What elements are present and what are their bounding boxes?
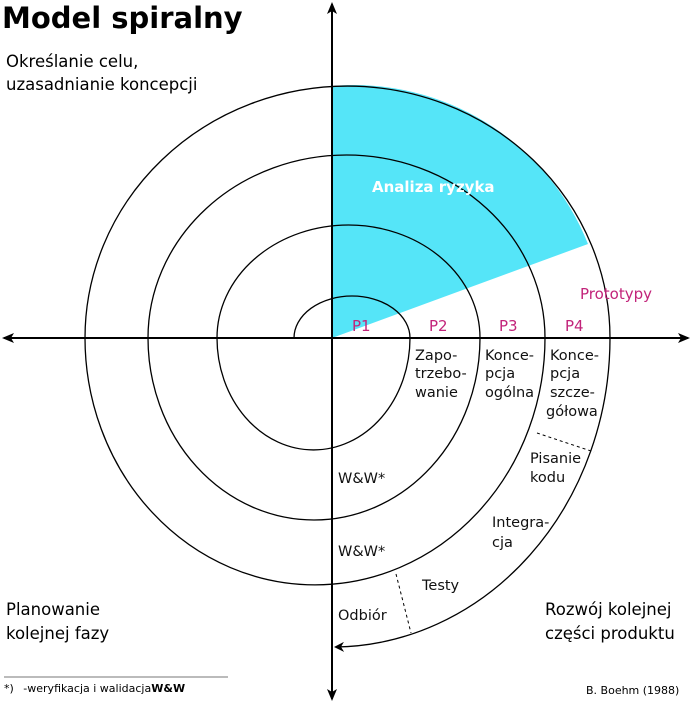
quadrant-development-line1: Rozwój kolejnej xyxy=(545,600,671,619)
step-detailed-concept-2: pcja xyxy=(550,366,580,382)
spiral-arc-final xyxy=(334,337,611,652)
footnote-text: -weryfikacja i walidacja xyxy=(23,682,151,695)
separator-acceptance xyxy=(395,573,412,634)
footnote: *) -weryfikacja i walidacjaW&W xyxy=(4,682,185,695)
step-coding-1: Pisanie xyxy=(530,451,581,467)
quadrant-development-line2: części produktu xyxy=(545,624,675,643)
separator-coding xyxy=(536,432,595,453)
spiral-arc-4 xyxy=(147,337,481,521)
diagram-title: Model spiralny xyxy=(2,1,243,35)
quadrant-objectives-line1: Określanie celu, xyxy=(6,52,138,71)
spiral-arc-7 xyxy=(84,85,611,339)
step-coding-2: kodu xyxy=(530,470,565,486)
quadrant-objectives-line2: uzasadnianie koncepcji xyxy=(6,75,197,94)
step-detailed-concept-4: gółowa xyxy=(546,404,598,420)
step-general-concept-1: Konce- xyxy=(485,348,534,364)
step-verification-validation-1: W&W* xyxy=(338,471,385,487)
phase-label-p4: P4 xyxy=(565,317,584,335)
step-integration-2: cja xyxy=(492,535,513,551)
step-requirements-1: Zapo- xyxy=(415,348,457,364)
spiral-arc-3 xyxy=(216,224,481,339)
footnote-bold: W&W xyxy=(151,682,185,695)
phase-label-p1: P1 xyxy=(352,317,371,335)
spiral-arc-2 xyxy=(216,337,411,451)
prototypes-label: Prototypy xyxy=(580,285,652,303)
step-general-concept-3: ogólna xyxy=(485,385,534,401)
step-requirements-2: trzebo- xyxy=(415,366,467,382)
quadrant-planning-line1: Planowanie xyxy=(6,600,100,619)
quadrant-planning-line2: kolejnej fazy xyxy=(6,624,109,643)
step-verification-validation-2: W&W* xyxy=(338,544,385,560)
spiral-arc-5 xyxy=(147,154,546,339)
risk-analysis-label: Analiza ryzyka xyxy=(372,178,495,196)
step-tests: Testy xyxy=(421,578,460,594)
step-detailed-concept-3: szcze- xyxy=(550,385,595,401)
spiral-arc-6 xyxy=(84,337,546,586)
spiral-arc-1 xyxy=(293,295,411,339)
footnote-marker: *) xyxy=(4,682,14,695)
spiral-path xyxy=(84,85,611,652)
risk-analysis-wedge xyxy=(332,85,588,338)
step-acceptance: Odbiór xyxy=(338,608,387,624)
step-integration-1: Integra- xyxy=(492,515,549,531)
step-detailed-concept-1: Konce- xyxy=(550,348,599,364)
step-requirements-3: wanie xyxy=(415,385,458,401)
step-general-concept-2: pcja xyxy=(485,366,515,382)
phase-label-p3: P3 xyxy=(499,317,518,335)
phase-label-p2: P2 xyxy=(429,317,448,335)
credit-label: B. Boehm (1988) xyxy=(586,684,679,697)
